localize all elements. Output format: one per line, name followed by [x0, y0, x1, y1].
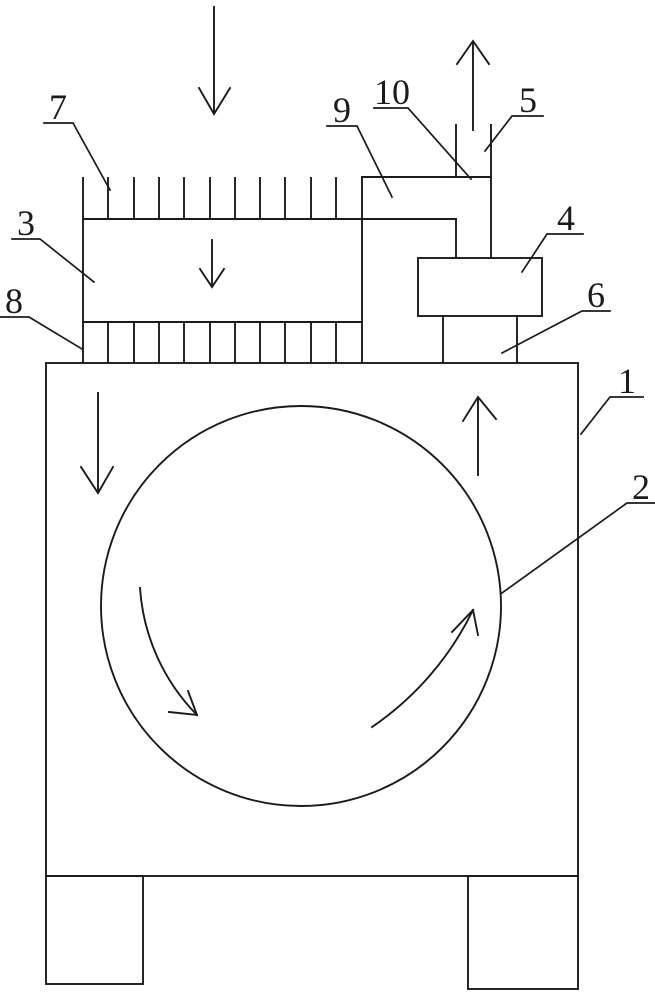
ref-label-8-text: 8	[5, 281, 23, 321]
outlet-airflow-arrow-icon	[455, 39, 491, 131]
ref-label-1-text: 1	[618, 361, 636, 401]
ref-label-3: 3	[11, 203, 96, 284]
cabinet-down-arrow-icon	[79, 392, 115, 495]
heat-exchanger-box	[82, 176, 457, 364]
cabinet-up-arrow-icon	[461, 395, 498, 476]
ref-label-8: 8	[0, 281, 84, 351]
ref-label-2: 2	[500, 467, 655, 595]
ref-label-6: 6	[500, 275, 611, 355]
ref-label-2-text: 2	[632, 467, 650, 507]
right-leg	[467, 875, 579, 990]
ref-label-10: 10	[373, 72, 473, 181]
ref-label-5: 5	[483, 80, 544, 153]
ref-label-9-text: 9	[333, 90, 351, 130]
drum-rotation-arrow-right-icon	[370, 608, 480, 729]
ref-label-4: 4	[520, 198, 584, 274]
ref-label-6-text: 6	[587, 275, 605, 315]
cabinet-body	[45, 362, 579, 877]
fan-support	[442, 315, 518, 364]
ref-label-9: 9	[326, 90, 394, 199]
ref-label-3-text: 3	[17, 203, 35, 243]
inlet-airflow-arrow-icon	[197, 6, 232, 116]
ref-label-1: 1	[579, 361, 644, 436]
ref-label-10-text: 10	[374, 72, 410, 112]
ref-label-7-text: 7	[49, 87, 67, 127]
ref-label-7: 7	[43, 87, 112, 192]
ref-label-4-text: 4	[557, 198, 575, 238]
lower-fins	[107, 321, 337, 364]
upper-fins	[107, 177, 337, 220]
drum-rotation-arrow-left-icon	[138, 586, 199, 717]
drum-circle	[100, 405, 502, 807]
left-leg	[45, 875, 144, 985]
exchanger-down-arrow-icon	[198, 239, 226, 289]
exhaust-pipe	[455, 124, 492, 259]
fan-box	[417, 257, 543, 317]
ref-label-5-text: 5	[519, 80, 537, 120]
riser-duct	[361, 176, 491, 259]
